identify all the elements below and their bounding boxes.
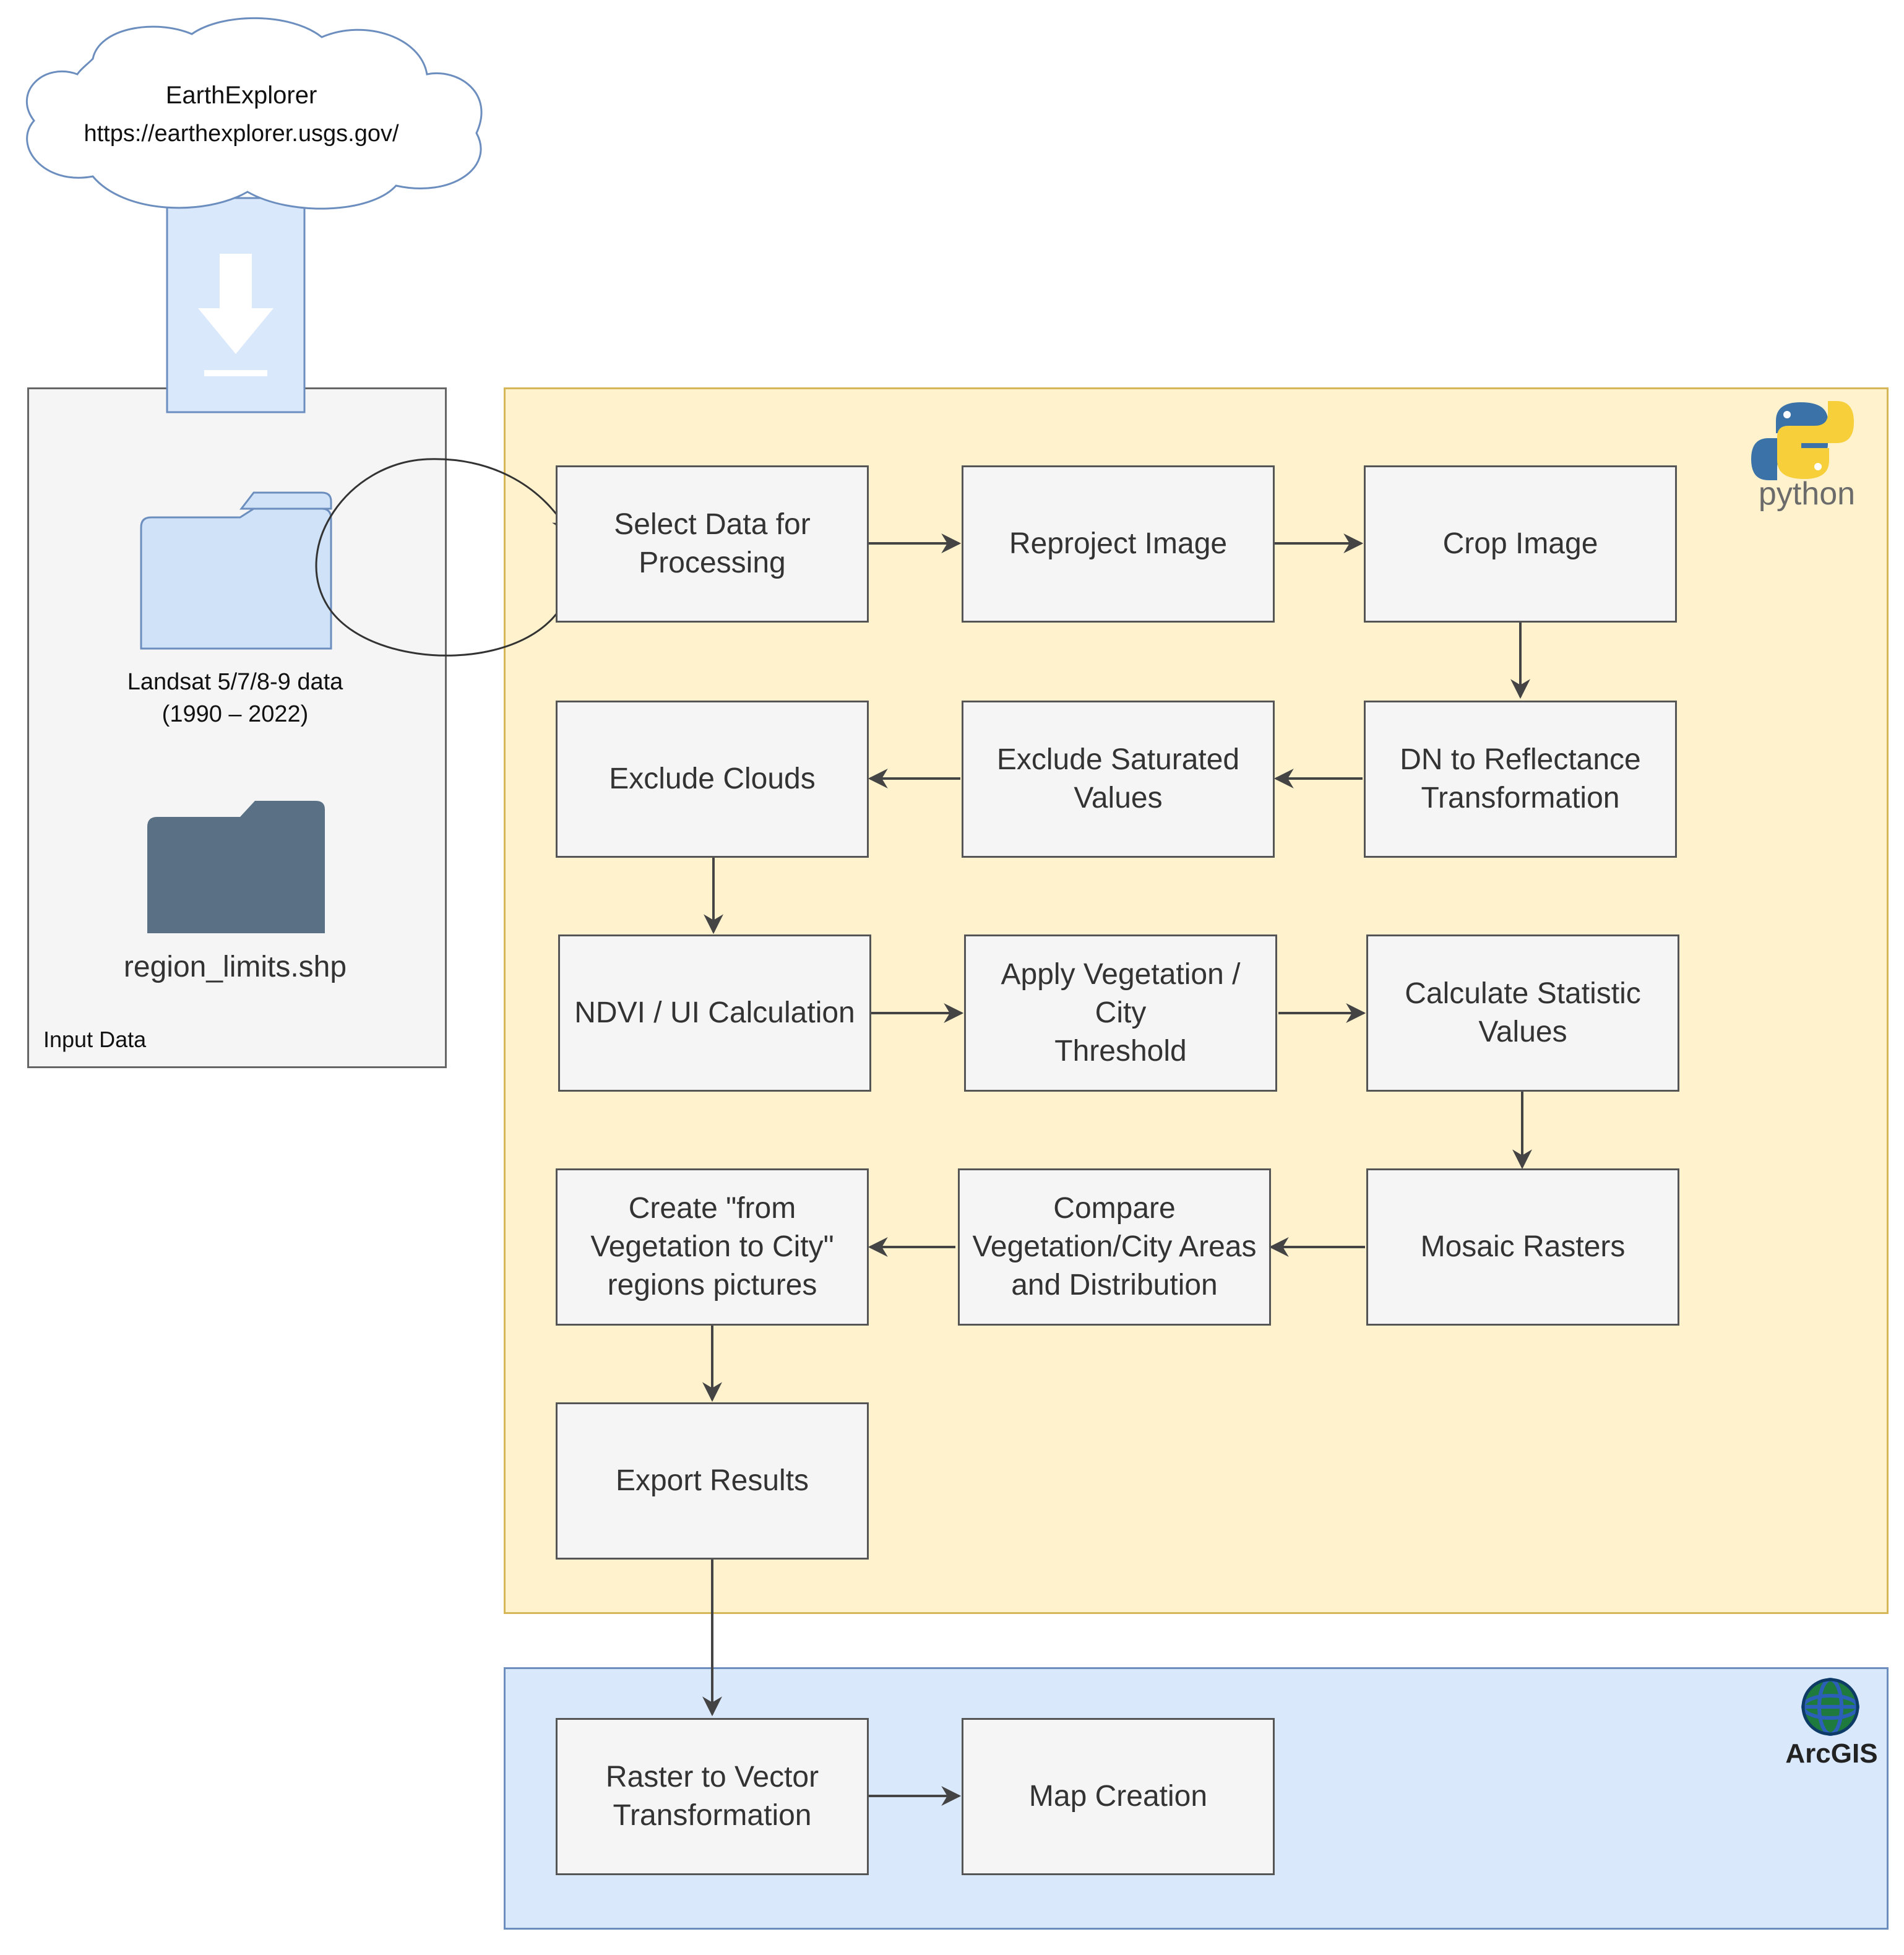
step-mosaic-rasters[interactable]: Mosaic Rasters	[1366, 1168, 1679, 1326]
step-map-creation[interactable]: Map Creation	[962, 1718, 1275, 1875]
step-exclude-saturated[interactable]: Exclude Saturated Values	[962, 701, 1275, 858]
step-create-pictures[interactable]: Create "from Vegetation to City" regions…	[556, 1168, 869, 1326]
input-data-title: Input Data	[43, 1027, 147, 1052]
earthexplorer-title: EarthExplorer	[165, 82, 317, 109]
earthexplorer-url: https://earthexplorer.usgs.gov/	[84, 121, 399, 147]
folder-icon	[147, 801, 325, 933]
step-export-results[interactable]: Export Results	[556, 1402, 869, 1560]
python-logo-icon	[1751, 401, 1854, 480]
step-dn-to-reflectance[interactable]: DN to Reflectance Transformation	[1364, 701, 1677, 858]
step-crop-image[interactable]: Crop Image	[1364, 465, 1677, 623]
input-data-panel	[27, 387, 447, 1068]
arcgis-globe-icon	[1801, 1678, 1859, 1736]
arcgis-logo-text: ArcGIS	[1785, 1738, 1878, 1769]
folder-open-icon	[140, 491, 332, 650]
python-logo-text: python	[1758, 476, 1856, 512]
step-compare-areas[interactable]: Compare Vegetation/City Areas and Distri…	[958, 1168, 1271, 1326]
step-apply-threshold[interactable]: Apply Vegetation / City Threshold	[964, 934, 1277, 1092]
step-exclude-clouds[interactable]: Exclude Clouds	[556, 701, 869, 858]
input-to-select-connector	[315, 458, 571, 657]
download-arrow-icon	[166, 197, 306, 413]
step-calculate-statistics[interactable]: Calculate Statistic Values	[1366, 934, 1679, 1092]
cloud-icon	[25, 17, 483, 210]
region-limits-label: region_limits.shp	[123, 951, 347, 983]
step-raster-to-vector[interactable]: Raster to Vector Transformation	[556, 1718, 869, 1875]
flow-arrows	[702, 533, 1532, 1806]
landsat-data-label: Landsat 5/7/8-9 data (1990 – 2022)	[127, 669, 343, 727]
step-reproject-image[interactable]: Reproject Image	[962, 465, 1275, 623]
step-select-data[interactable]: Select Data for Processing	[556, 465, 869, 623]
step-ndvi-ui-calculation[interactable]: NDVI / UI Calculation	[558, 934, 871, 1092]
